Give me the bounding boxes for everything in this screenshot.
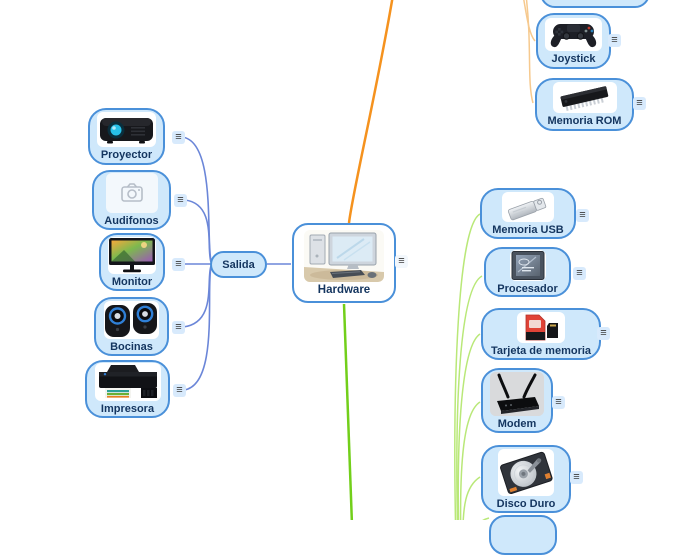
node-label: Impresora — [100, 403, 155, 415]
menu-icon[interactable]: ≡ — [608, 34, 621, 47]
mindmap-node-bocinas[interactable]: Bocinas — [94, 297, 169, 356]
usb-drive-image — [502, 191, 554, 222]
node-label: Audifonos — [104, 215, 159, 227]
mindmap-node-memoria-rom[interactable]: Memoria ROM — [535, 78, 634, 131]
mindmap-node-modem[interactable]: Modem — [481, 368, 553, 433]
node-label: Memoria USB — [492, 223, 564, 236]
monitor-image — [108, 236, 156, 274]
gamepad-image — [545, 17, 602, 51]
node-label: Salida — [222, 258, 255, 271]
menu-icon[interactable]: ≡ — [633, 97, 646, 110]
rom-chip-image — [552, 82, 617, 113]
printer-image — [94, 363, 161, 401]
node-label: Monitor — [111, 275, 153, 288]
menu-icon[interactable]: ≡ — [576, 209, 589, 222]
orange-branch-line — [347, 0, 394, 224]
cpu-image — [509, 249, 546, 281]
node-label: Procesador — [497, 282, 558, 295]
node-label: Proyector — [100, 149, 153, 161]
green-branch-line — [342, 303, 354, 520]
mindmap-node-tarjeta-de-memoria[interactable]: Tarjeta de memoria — [481, 308, 601, 360]
menu-icon[interactable]: ≡ — [570, 471, 583, 484]
node-label: Tarjeta de memoria — [490, 344, 592, 357]
node-label: Disco Duro — [496, 497, 556, 510]
menu-icon[interactable]: ≡ — [172, 131, 185, 144]
orange-child-lines — [523, 0, 536, 104]
mindmap-node-hardware[interactable]: Hardware — [292, 223, 396, 303]
mindmap-node-impresora[interactable]: Impresora — [85, 360, 170, 418]
green-child-lines — [454, 213, 490, 520]
mindmap-node-partial-top[interactable] — [540, 0, 650, 8]
mindmap-node-partial-bottom[interactable] — [489, 515, 557, 555]
projector-image — [97, 112, 156, 147]
router-image — [490, 371, 544, 416]
node-label: Joystick — [551, 52, 596, 65]
desktop-computer-image — [304, 230, 384, 282]
broken-image-placeholder — [105, 173, 158, 213]
menu-icon[interactable]: ≡ — [172, 321, 185, 334]
mindmap-node-audifonos[interactable]: Audifonos — [92, 170, 171, 230]
menu-icon[interactable]: ≡ — [552, 396, 565, 409]
menu-icon[interactable]: ≡ — [597, 327, 610, 340]
mindmap-node-monitor[interactable]: Monitor — [99, 233, 165, 291]
menu-icon[interactable]: ≡ — [573, 267, 586, 280]
mindmap-node-procesador[interactable]: Procesador — [484, 247, 571, 297]
menu-icon[interactable]: ≡ — [174, 194, 187, 207]
connector-lines — [181, 0, 536, 520]
mindmap-node-salida[interactable]: Salida — [210, 251, 267, 278]
mindmap-node-joystick[interactable]: Joystick — [536, 13, 611, 69]
node-label: Bocinas — [110, 340, 153, 353]
menu-icon[interactable]: ≡ — [395, 255, 408, 268]
node-label: Modem — [497, 417, 537, 430]
blue-branch-lines — [181, 136, 291, 391]
sd-card-image — [517, 311, 565, 343]
hard-drive-image — [498, 448, 554, 496]
mindmap-node-memoria-usb[interactable]: Memoria USB — [480, 188, 576, 239]
speakers-image — [104, 300, 159, 339]
mindmap-node-disco-duro[interactable]: Disco Duro — [481, 445, 571, 513]
node-label: Hardware — [317, 284, 371, 296]
menu-icon[interactable]: ≡ — [173, 384, 186, 397]
menu-icon[interactable]: ≡ — [172, 258, 185, 271]
node-label: Memoria ROM — [547, 115, 622, 127]
mindmap-node-proyector[interactable]: Proyector — [88, 108, 165, 165]
